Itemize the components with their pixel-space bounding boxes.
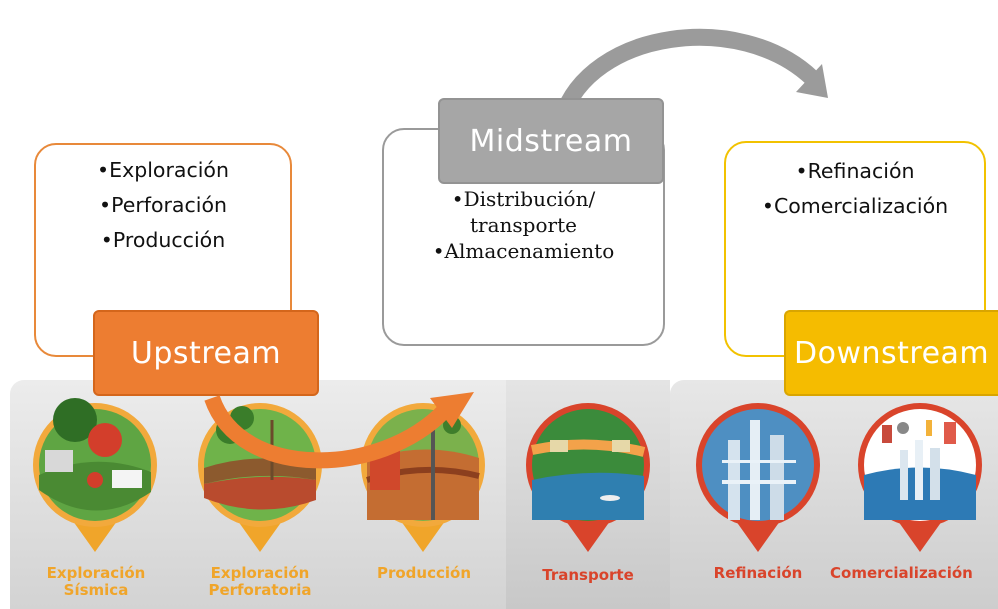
midstream-items: •Distribución/ transporte •Almacenamient… [382,186,665,264]
downstream-items: •Refinación •Comercialización [724,154,986,224]
midstream-item: transporte [470,213,577,237]
strip-label-exploracion-perforatoria: Exploración Perforatoria [196,565,324,599]
flow-arrow-icon [553,28,828,121]
downstream-item: •Refinación [795,159,915,183]
refinacion-icon [696,403,820,552]
midstream-label: Midstream [438,98,664,184]
downstream-item: •Comercialización [761,194,949,218]
label-line: Transporte [542,566,634,584]
midstream-item: •Distribución/ [451,187,596,211]
upstream-label: Upstream [93,310,319,396]
exploracion-sismica-icon [33,398,157,552]
label-line: Refinación [713,564,803,582]
label-line: Perforatoria [208,581,312,599]
label-line: Producción [376,564,472,582]
label-line: Exploración [210,564,310,582]
upstream-items: •Exploración •Perforación •Producción [34,153,292,258]
comercializacion-icon [858,403,982,552]
label-line: Comercialización [830,564,973,582]
process-strip: Exploración Sísmica Exploración Perforat… [10,380,998,609]
upstream-item: •Perforación [98,193,227,217]
upstream-item: •Exploración [97,158,229,182]
label-line: Sísmica [63,581,129,599]
upstream-flow-arrow-icon [204,392,474,469]
midstream-item: •Almacenamiento [432,239,615,263]
strip-label-comercializacion: Comercialización [830,565,998,582]
strip-label-produccion: Producción [360,565,488,582]
strip-label-exploracion-sismica: Exploración Sísmica [32,565,160,599]
label-line: Exploración [46,564,146,582]
upstream-item: •Producción [100,228,226,252]
strip-illustrations [33,398,982,552]
strip-label-transporte: Transporte [524,567,652,584]
downstream-label: Downstream [784,310,998,396]
transporte-icon [526,403,650,552]
strip-label-refinacion: Refinación [694,565,822,582]
